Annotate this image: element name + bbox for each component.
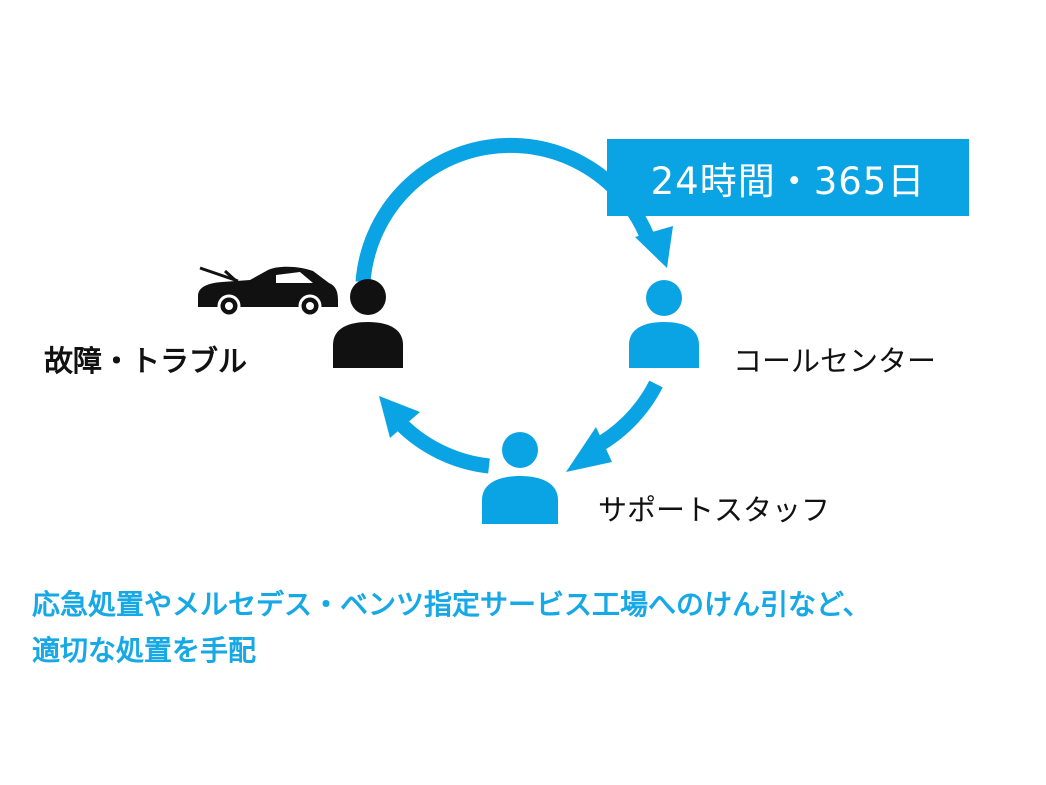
support-staff-label: サポートスタッフ [598,493,831,527]
arrowhead-left [379,396,420,438]
service-description: 応急処置やメルセデス・ベンツ指定サービス工場へのけん引など、 適切な処置を手配 [32,582,1022,674]
trouble-label: 故障・トラブル [44,344,248,378]
service-description-line-1: 応急処置やメルセデス・ベンツ指定サービス工場へのけん引など、 [32,588,871,621]
service-description-line-2: 適切な処置を手配 [32,634,257,667]
arrowhead-top [635,226,673,268]
person-icon-trouble [333,279,403,368]
car-icon [198,266,338,318]
person-icon-call-center [629,280,699,368]
arc-top [355,137,654,283]
call-center-label: コールセンター [733,344,937,378]
availability-badge: 24時間・365日 [607,139,969,216]
availability-text: 24時間・365日 [650,159,926,203]
arc-left [391,414,490,474]
arrowhead-right [566,427,612,472]
person-icon-support-staff [482,432,558,524]
